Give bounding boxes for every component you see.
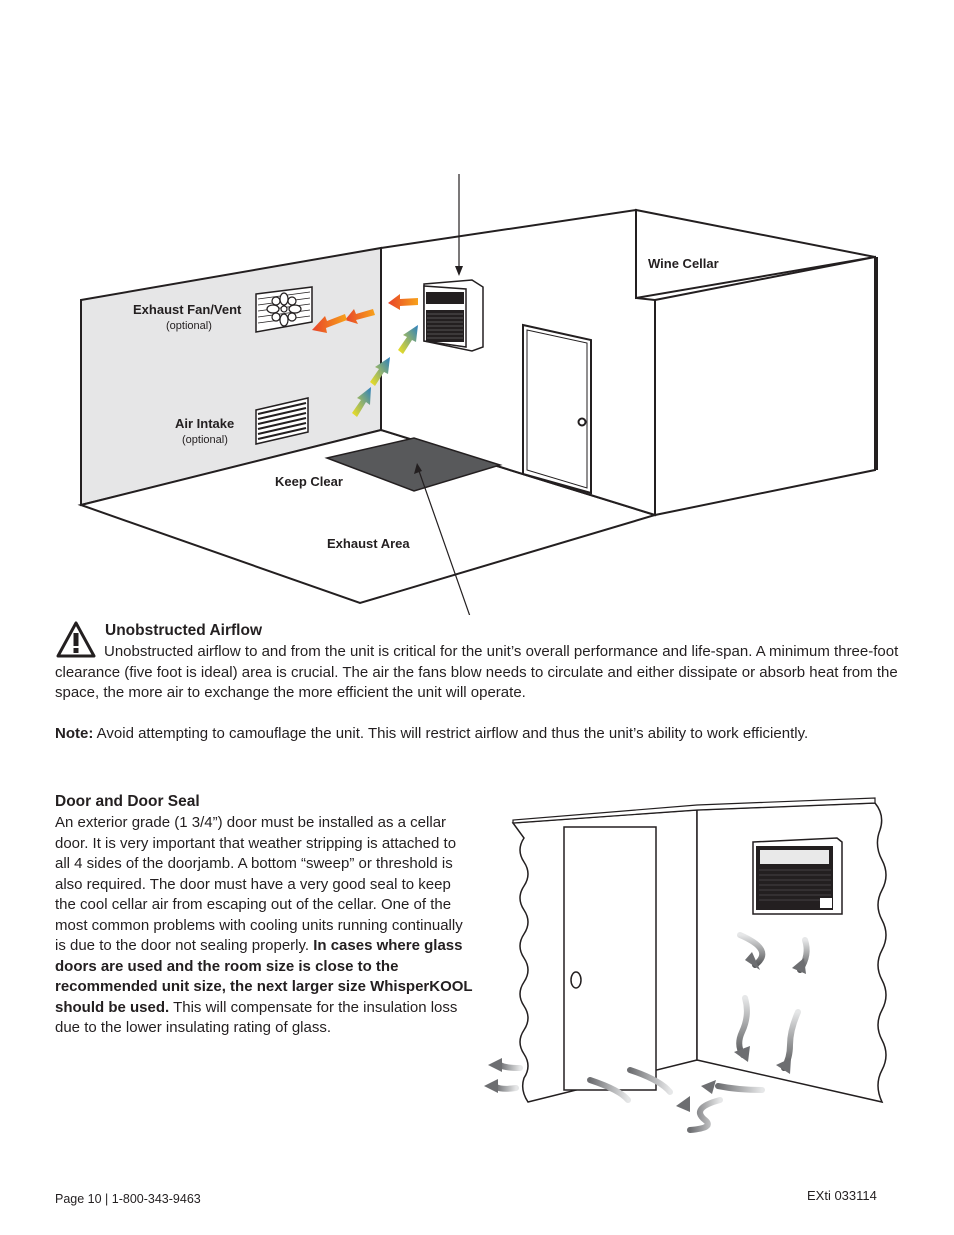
keep-clear-pointer-line (418, 470, 471, 615)
cold-air-arrows (734, 932, 810, 1074)
airflow-heading: Unobstructed Airflow (105, 622, 263, 639)
air-intake-grille-icon (255, 397, 309, 445)
cellar-door (522, 323, 592, 495)
warning-icon (55, 620, 97, 660)
door-knob (577, 417, 587, 427)
airflow-body: Unobstructed airflow to and from the uni… (55, 643, 899, 701)
cellar-top (635, 208, 876, 300)
note-text: Avoid attempting to camouflage the unit.… (93, 725, 809, 742)
door-knob (570, 971, 582, 989)
hot-air-arrows (312, 294, 418, 333)
keep-clear-label: Keep Clear (275, 474, 343, 489)
wine-cellar-label: Wine Cellar (648, 256, 719, 271)
air-intake-optional-label: (optional) (182, 434, 228, 446)
exhaust-area-label: Exhaust Area (327, 536, 410, 551)
footer-code: EXti 033114 (807, 1188, 877, 1203)
cellar-side (654, 255, 876, 517)
door (563, 826, 657, 1091)
door-seal-diagram (480, 790, 900, 1135)
cellar-airflow-diagram: Wine Cellar Exhaust Fan/Vent (optional) … (0, 0, 954, 615)
keep-clear-area (324, 437, 503, 492)
footer-page: Page 10 | 1-800-343-9463 (55, 1192, 201, 1206)
door-body-start: An exterior grade (1 3/4”) door must be … (55, 814, 463, 954)
escaping-air-arrows (484, 1058, 765, 1133)
cool-air-arrows (352, 325, 418, 417)
door-heading: Door and Door Seal (55, 793, 200, 810)
exhaust-fan-vent-icon (255, 286, 313, 333)
airflow-note: Note: Avoid attempting to camouflage the… (55, 724, 915, 745)
air-intake-label: Air Intake (175, 416, 235, 431)
door-body: An exterior grade (1 3/4”) door must be … (55, 813, 475, 1039)
door-body-end: This will compensate for the insulation … (55, 998, 458, 1037)
exhaust-fan-label: Exhaust Fan/Vent (133, 302, 242, 317)
cooling-unit (752, 837, 843, 915)
exhaust-fan-optional-label: (optional) (166, 320, 212, 332)
door-body-bold: In cases where glass doors are used and … (55, 937, 473, 1016)
note-label: Note: (55, 725, 94, 742)
cooling-unit (423, 279, 484, 352)
